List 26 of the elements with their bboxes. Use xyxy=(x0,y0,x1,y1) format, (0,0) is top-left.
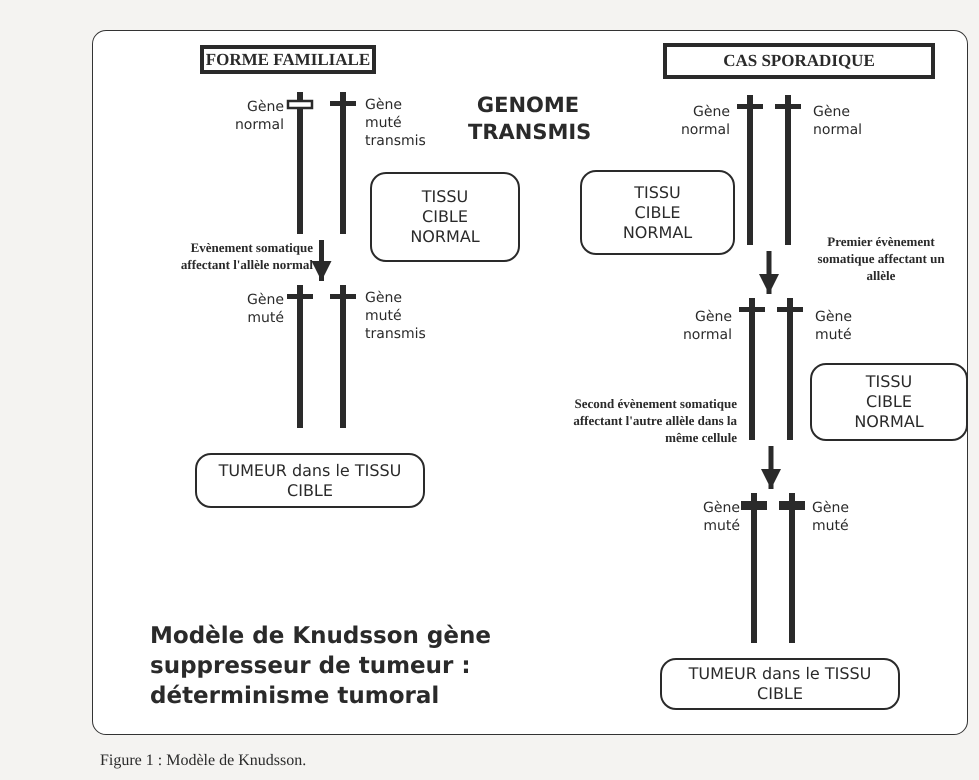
arrow xyxy=(312,240,332,281)
tumor-box: TUMEUR dans le TISSU CIBLE xyxy=(195,453,425,508)
edge-label: Evènement somatique affectant l'allèle normal xyxy=(180,240,313,274)
tissue-box: TISSU CIBLE NORMAL xyxy=(370,172,520,262)
arrow xyxy=(759,251,779,294)
gene-label: Gène muté xyxy=(812,499,850,536)
edge-label: Premier évènement somatique affectant un allèle xyxy=(816,234,946,285)
gene-label: Gène muté transmis xyxy=(365,289,427,344)
edge-label: Second évènement somatique affectant l'autre allèle dans la même cellule xyxy=(572,396,737,447)
tumor-box: TUMEUR dans le TISSU CIBLE xyxy=(660,658,900,710)
gene-label: Gène muté xyxy=(815,308,853,344)
gene-label: Gène normal xyxy=(813,103,864,140)
section-heading: CAS SPORADIQUE xyxy=(663,43,935,79)
gene-label: Gène muté xyxy=(246,291,284,328)
tissue-box: TISSU CIBLE NORMAL xyxy=(580,170,735,255)
section-heading: FORME FAMILIALE xyxy=(200,45,376,74)
arrow xyxy=(761,446,781,489)
gene-label: Gène muté transmis xyxy=(365,96,427,151)
tissue-box: TISSU CIBLE NORMAL xyxy=(810,363,968,441)
section-label: GENOME TRANSMIS xyxy=(468,92,588,146)
figure-caption: Figure 1 : Modèle de Knudsson. xyxy=(100,752,306,770)
diagram-title: Modèle de Knudsson gène suppresseur de tumeur : déterminisme tumoral xyxy=(150,622,492,711)
gene-label: Gène normal xyxy=(680,103,730,140)
gene-label: Gène normal xyxy=(682,308,732,344)
gene-label: Gène normal xyxy=(234,98,284,134)
gene-label: Gène muté xyxy=(702,499,740,536)
